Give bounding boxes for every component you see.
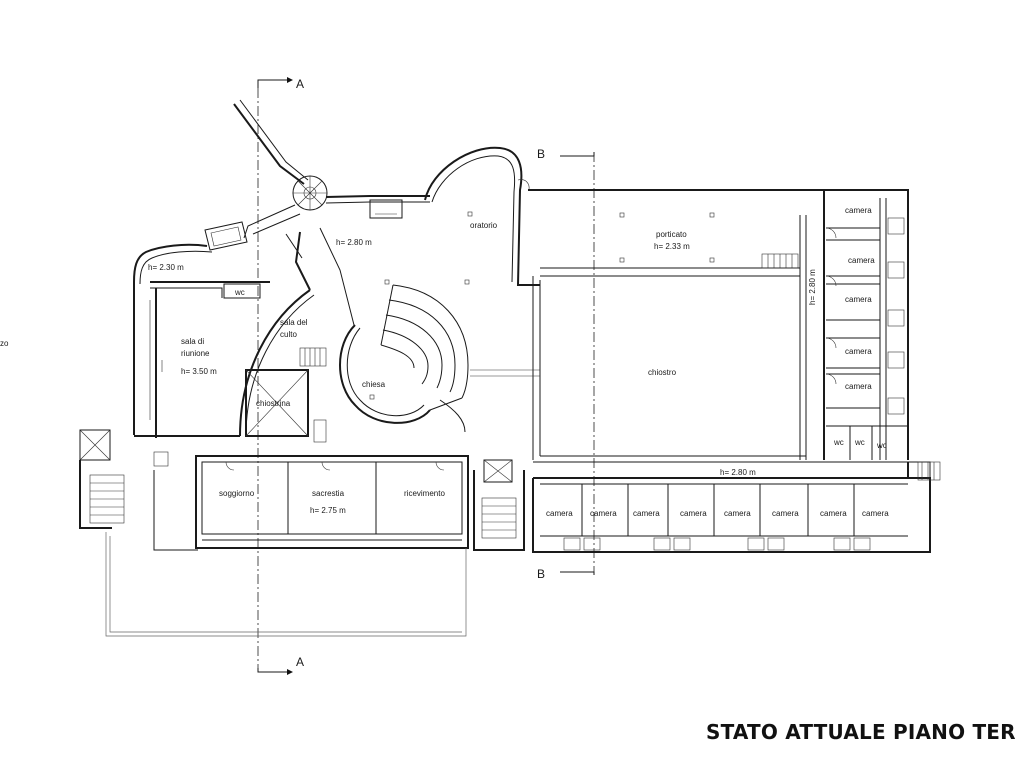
drawing-title: STATO ATTUALE PIANO TER [706, 720, 1016, 744]
sacrestia-height: h= 2.75 m [310, 506, 346, 515]
section-b-bottom-label: B [537, 567, 545, 581]
sala-culto-label-1: sala del [280, 318, 308, 327]
east-camera-5: camera [845, 382, 872, 391]
wc-left-label: wc [234, 288, 245, 297]
section-line-b [560, 152, 595, 575]
chiostrina [245, 369, 327, 443]
east-camera-1: camera [845, 206, 872, 215]
chiostrina-label: chiostrina [256, 399, 291, 408]
east-wc-3: wc [876, 441, 887, 450]
ricevimento-label: ricevimento [404, 489, 445, 498]
lower-corridor-height: h= 2.80 m [720, 468, 756, 477]
east-camera-3: camera [845, 295, 872, 304]
bottom-camera-8: camera [862, 509, 889, 518]
sala-del-culto [239, 227, 355, 437]
bottom-camera-5: camera [724, 509, 751, 518]
east-camera-4: camera [845, 347, 872, 356]
porticato-label: porticato [656, 230, 687, 239]
bottom-camera-7: camera [820, 509, 847, 518]
central-stair [473, 459, 525, 551]
sala-riunione-height: h= 3.50 m [181, 367, 217, 376]
bottom-camera-4: camera [680, 509, 707, 518]
bottom-camera-6: camera [772, 509, 799, 518]
bottom-camera-3: camera [633, 509, 660, 518]
sala-culto-label-2: culto [280, 330, 297, 339]
left-height-label: h= 2.30 m [148, 263, 184, 272]
section-line-a [257, 77, 293, 675]
porticato-height: h= 2.33 m [654, 242, 690, 251]
sala-riunione-label-1: sala di [181, 337, 204, 346]
northwest-wing [133, 99, 430, 435]
oratorio-block [424, 146, 540, 286]
main-hall-height: h= 2.80 m [336, 238, 372, 247]
east-camera-2: camera [848, 256, 875, 265]
sacrestia-label: sacrestia [312, 489, 345, 498]
oratorio-label: oratorio [470, 221, 498, 230]
porticato-chiostro [369, 189, 909, 463]
edge-label-fragment: zo [0, 339, 9, 348]
lower-row [195, 455, 469, 549]
section-b-top-label: B [537, 147, 545, 161]
chiostro-label: chiostro [648, 368, 677, 377]
terrace-outline [105, 532, 467, 637]
east-wc-2: wc [854, 438, 865, 447]
east-wc-1: wc [833, 438, 844, 447]
chiesa-label: chiesa [362, 380, 386, 389]
bottom-camere-row [532, 461, 941, 553]
soggiorno-label: soggiorno [219, 489, 255, 498]
bottom-camera-1: camera [546, 509, 573, 518]
bottom-camera-2: camera [590, 509, 617, 518]
sala-di-riunione [134, 281, 270, 438]
chiesa-amphitheater [339, 284, 469, 433]
section-a-top-label: A [296, 77, 304, 91]
east-wing [823, 190, 908, 460]
section-a-bottom-label: A [296, 655, 304, 669]
east-height: h= 2.80 m [808, 269, 817, 305]
sala-riunione-label-2: riunione [181, 349, 210, 358]
west-stair-block [79, 429, 198, 551]
